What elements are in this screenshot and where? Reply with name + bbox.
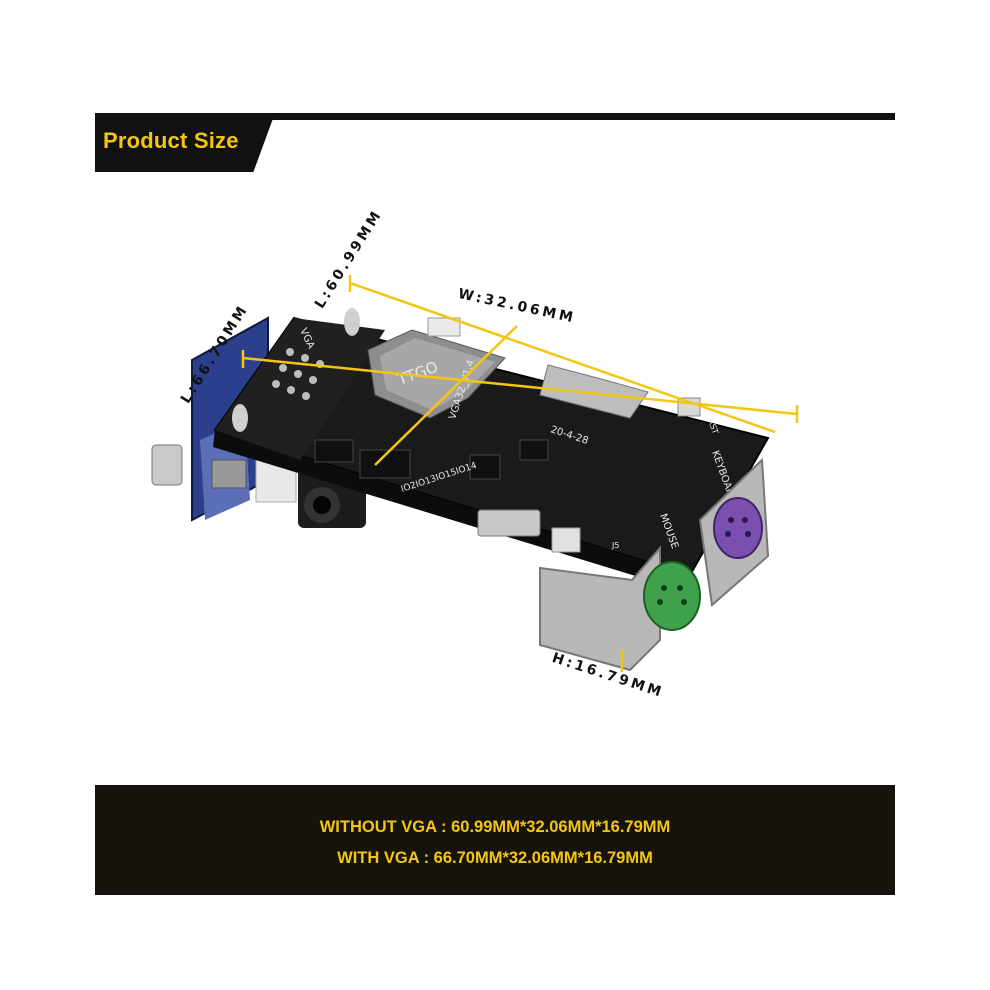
dimension-lines <box>241 275 799 672</box>
jack-silk: J5 <box>611 541 619 550</box>
mouse-port <box>539 545 701 672</box>
page-title: Product Size <box>103 128 239 153</box>
header-rule <box>95 113 895 120</box>
micro-usb-port <box>477 509 541 537</box>
spec-with-vga: WITH VGA : 66.70MM*32.06MM*16.79MM <box>337 849 653 867</box>
keyboard-port <box>698 457 770 607</box>
header-tab <box>95 113 275 172</box>
spec-panel: WITHOUT VGA : 60.99MM*32.06MM*16.79MM WI… <box>95 785 895 895</box>
spec-without-vga: WITHOUT VGA : 60.99MM*32.06MM*16.79MM <box>319 818 671 836</box>
sd-slot <box>539 364 649 419</box>
